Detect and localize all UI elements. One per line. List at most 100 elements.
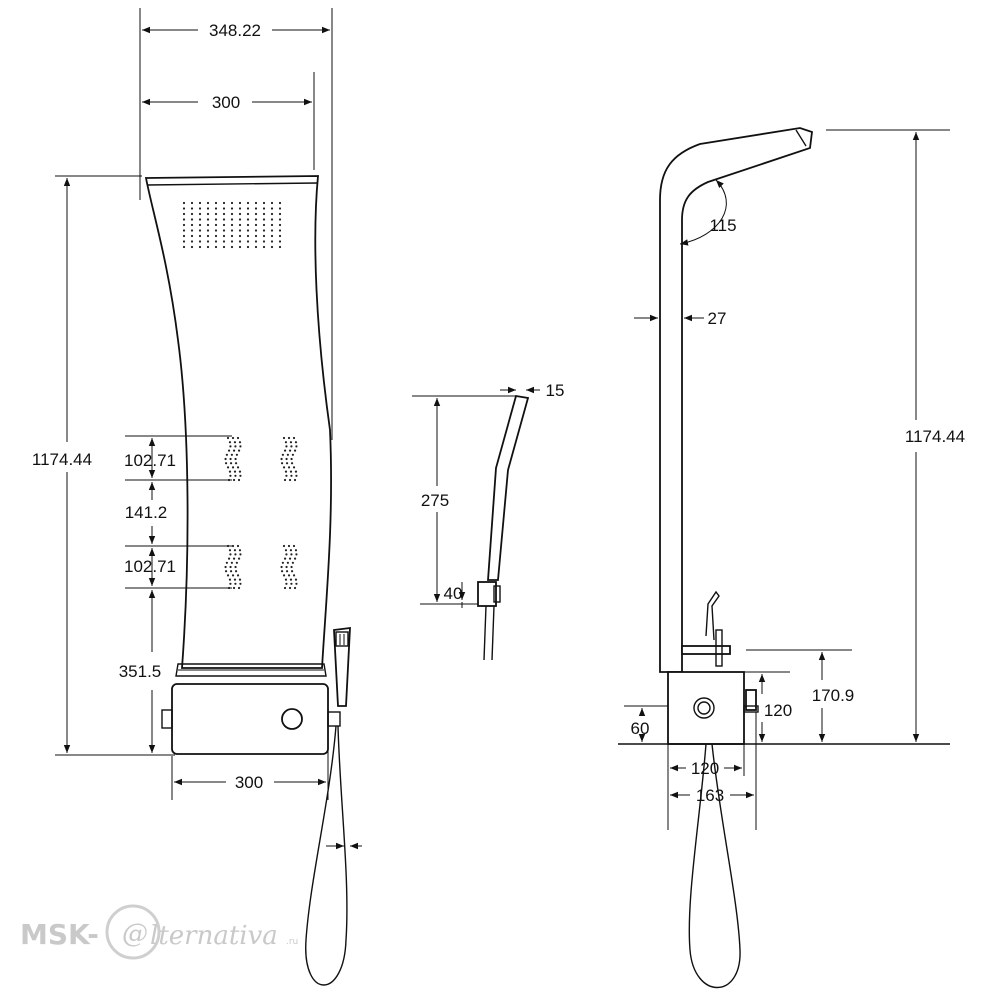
nozzle-dot xyxy=(285,457,288,461)
nozzle-dot xyxy=(182,240,186,243)
nozzle-dot xyxy=(222,207,226,210)
nozzle-dot xyxy=(262,223,266,227)
watermark-suffix: lternativa xyxy=(150,921,278,951)
nozzle-dot xyxy=(231,436,235,440)
nozzle-dot xyxy=(292,544,296,548)
nozzle-dot xyxy=(262,229,266,232)
nozzle-dot xyxy=(214,218,218,221)
side-connector-nut xyxy=(743,705,759,713)
nozzle-dot xyxy=(289,470,293,473)
nozzle-dot xyxy=(190,212,194,216)
nozzle-dot xyxy=(229,565,232,569)
nozzle-dot xyxy=(234,457,237,461)
nozzle-dot xyxy=(235,453,238,456)
nozzle-dot xyxy=(222,240,226,243)
nozzle-dot xyxy=(270,245,274,249)
nozzle-dot xyxy=(229,570,233,573)
nozzle-dot xyxy=(214,207,218,210)
panel-collar xyxy=(175,663,327,677)
dim-jet-block-lower: 102.71 xyxy=(124,557,176,576)
nozzle-dot xyxy=(230,240,234,243)
nozzle-dot xyxy=(254,229,258,232)
nozzle-dot xyxy=(190,207,194,210)
nozzle-dot xyxy=(228,470,232,473)
nozzle-dot xyxy=(231,574,235,577)
nozzle-dot xyxy=(281,453,284,456)
side-hose-connector xyxy=(745,689,757,711)
nozzle-dot xyxy=(246,218,250,221)
nozzle-dot xyxy=(232,557,236,560)
nozzle-dot xyxy=(231,466,235,469)
nozzle-dot xyxy=(229,457,232,461)
nozzle-dot xyxy=(238,223,242,227)
nozzle-dot xyxy=(284,549,288,552)
watermark-prefix: MSK- xyxy=(20,918,99,951)
nozzle-dot xyxy=(287,466,291,469)
nozzle-dot xyxy=(287,436,291,440)
nozzle-dot xyxy=(214,212,218,216)
nozzle-dot xyxy=(206,229,210,232)
nozzle-dot xyxy=(222,229,226,232)
nozzle-dot xyxy=(226,466,230,469)
side-control-box xyxy=(667,671,745,745)
nozzle-dot xyxy=(246,234,250,238)
nozzle-dot xyxy=(230,229,234,232)
nozzle-dot xyxy=(182,234,186,238)
nozzle-dot xyxy=(238,234,242,238)
nozzle-dot xyxy=(270,207,274,210)
nozzle-dot xyxy=(206,201,210,205)
nozzle-dot xyxy=(280,570,284,573)
nozzle-dot xyxy=(287,574,291,577)
nozzle-dot xyxy=(295,553,298,556)
hand-shower-holder xyxy=(477,581,497,607)
nozzle-dot xyxy=(225,453,228,456)
nozzle-dot xyxy=(229,474,232,477)
nozzle-dot xyxy=(294,549,298,552)
nozzle-dot xyxy=(237,557,241,560)
nozzle-dot xyxy=(224,565,227,569)
nozzle-dot xyxy=(198,218,202,221)
nozzle-dot xyxy=(230,207,234,210)
nozzle-dot xyxy=(238,218,242,221)
nozzle-dot xyxy=(233,441,237,444)
nozzle-dot xyxy=(238,240,242,243)
nozzle-dot xyxy=(206,207,210,210)
nozzle-dot xyxy=(198,245,202,249)
nozzle-dot xyxy=(198,229,202,232)
nozzle-dot xyxy=(206,223,210,227)
nozzle-dot xyxy=(222,218,226,221)
nozzle-dot xyxy=(234,553,237,556)
nozzle-dot xyxy=(236,574,240,577)
nozzle-dot xyxy=(282,466,286,469)
body-jet-lower-left xyxy=(224,544,242,590)
nozzle-dot xyxy=(236,436,240,440)
nozzle-dot xyxy=(278,229,282,232)
nozzle-dot xyxy=(262,234,266,238)
nozzle-dot xyxy=(237,478,241,482)
nozzle-dot xyxy=(182,245,186,249)
nozzle-dot xyxy=(233,549,237,552)
nozzle-dot xyxy=(292,466,296,469)
nozzle-dot xyxy=(285,570,289,573)
nozzle-dot xyxy=(238,212,242,216)
nozzle-dot xyxy=(262,207,266,210)
nozzle-dot xyxy=(289,578,293,581)
dim-panel-height: 1174.44 xyxy=(32,450,92,469)
nozzle-dot xyxy=(234,565,237,569)
hose-connector xyxy=(327,711,341,727)
holder-clip xyxy=(493,585,501,603)
nozzle-dot xyxy=(281,561,284,564)
watermark-at-ring xyxy=(105,904,161,960)
nozzle-dot xyxy=(230,453,233,456)
nozzle-dot xyxy=(222,212,226,216)
nozzle-dot xyxy=(198,201,202,205)
nozzle-dot xyxy=(293,449,297,452)
nozzle-dot xyxy=(287,544,291,548)
nozzle-dot xyxy=(198,207,202,210)
nozzle-dot xyxy=(238,201,242,205)
nozzle-dot xyxy=(294,441,298,444)
nozzle-dot xyxy=(293,557,297,560)
control-box xyxy=(171,683,329,755)
nozzle-dot xyxy=(206,234,210,238)
nozzle-dot xyxy=(198,240,202,243)
